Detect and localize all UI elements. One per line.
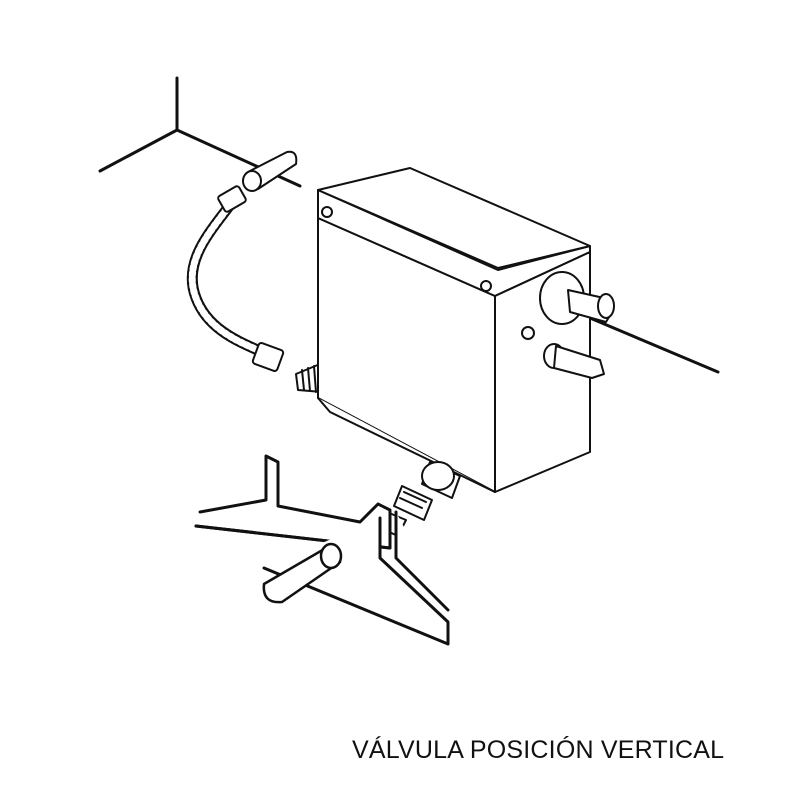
indicator-hole	[521, 326, 535, 340]
valve-box	[317, 167, 591, 493]
wall-corner-lines	[98, 76, 302, 188]
support-bar	[262, 542, 343, 604]
water-inlet-pipe	[242, 150, 298, 192]
support-bracket	[194, 454, 450, 646]
flexible-hose	[186, 185, 285, 372]
control-knob	[539, 271, 615, 325]
diagram-caption: VÁLVULA POSICIÓN VERTICAL	[352, 736, 725, 764]
supply-pipe-line	[588, 316, 720, 374]
lever-handle	[543, 343, 605, 379]
side-fitting	[295, 363, 323, 393]
